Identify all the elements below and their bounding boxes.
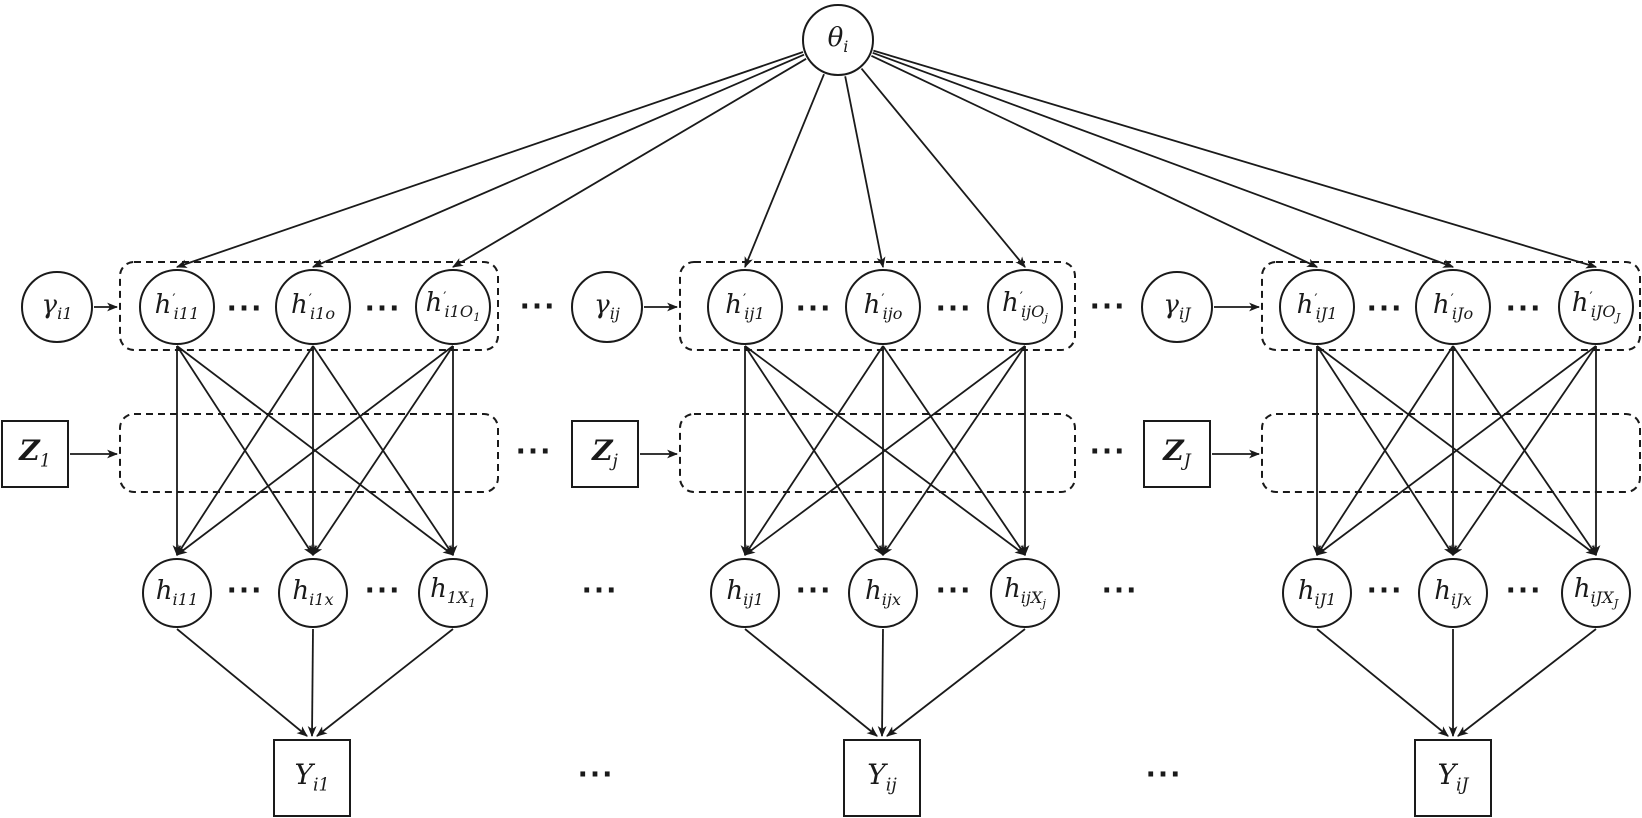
node-label: hi11 — [155, 575, 199, 610]
node-h-prime-i11: h′i11 — [139, 269, 215, 345]
ellipsis: ··· — [1089, 291, 1127, 323]
node-label: hiJXJ — [1573, 573, 1619, 611]
node-h-prime-iJOJ: h′iJOJ — [1558, 269, 1634, 345]
node-label: h′i11 — [154, 289, 200, 324]
ellipsis: ··· — [1366, 293, 1404, 325]
node-y-i1: Yi1 — [273, 739, 351, 817]
node-label: h1X1 — [430, 573, 476, 611]
node-label: Yi1 — [294, 758, 330, 796]
node-h-prime-i1o: h′i1o — [275, 269, 351, 345]
node-h-prime-i1O1: h′i1O1 — [415, 269, 491, 345]
ellipsis: ··· — [364, 575, 402, 607]
node-label: hi1x — [292, 575, 334, 610]
ellipsis: ··· — [226, 293, 264, 325]
node-h-prime-ijOj: h′ijOj — [987, 269, 1063, 345]
ellipsis: ··· — [1505, 293, 1543, 325]
node-h-prime-iJ1: h′iJ1 — [1279, 269, 1355, 345]
dashed-box-z-group1 — [119, 413, 499, 493]
ellipsis: ··· — [515, 436, 553, 468]
node-label: Yij — [867, 758, 897, 796]
node-label: h′ijOj — [1002, 287, 1048, 325]
node-z-j: Zj — [571, 420, 639, 488]
dashed-box-hprime-group1 — [119, 261, 499, 351]
node-label: γij — [594, 289, 620, 324]
node-h-i11: hi11 — [142, 558, 212, 628]
node-theta-i: θi — [802, 4, 874, 76]
ellipsis: ··· — [577, 759, 615, 791]
node-label: h′iJOJ — [1571, 287, 1621, 325]
node-label: Zj — [592, 434, 618, 472]
ellipsis: ··· — [1145, 759, 1183, 791]
node-z-1: Z1 — [1, 420, 69, 488]
ellipsis: ··· — [581, 575, 619, 607]
node-label: YiJ — [1437, 758, 1469, 796]
node-z-J: ZJ — [1143, 420, 1211, 488]
node-label: h′ij1 — [725, 289, 765, 324]
node-label: ZJ — [1163, 434, 1191, 472]
node-label: hiJx — [1434, 575, 1472, 610]
node-h-ijXj: hijXj — [990, 558, 1060, 628]
node-h-iJ1: hiJ1 — [1282, 558, 1352, 628]
node-label: hijx — [865, 575, 901, 610]
node-label: h′ijo — [863, 289, 903, 324]
node-label: h′i1o — [290, 289, 336, 324]
node-y-iJ: YiJ — [1414, 739, 1492, 817]
ellipsis: ··· — [795, 575, 833, 607]
node-label: Z1 — [19, 434, 51, 472]
node-label: h′iJ1 — [1296, 289, 1338, 324]
node-y-ij: Yij — [843, 739, 921, 817]
ellipsis: ··· — [519, 291, 557, 323]
node-label: γi1 — [41, 289, 73, 324]
ellipsis: ··· — [1366, 575, 1404, 607]
dashed-box-z-group3 — [1261, 413, 1641, 493]
node-label: θi — [827, 22, 849, 57]
node-label: hijXj — [1004, 573, 1046, 611]
node-gamma-ij: γij — [571, 271, 643, 343]
node-gamma-i1: γi1 — [21, 271, 93, 343]
node-label: γiJ — [1163, 289, 1191, 324]
node-h-prime-iJo: h′iJo — [1415, 269, 1491, 345]
node-h-1X1: h1X1 — [418, 558, 488, 628]
ellipsis: ··· — [935, 575, 973, 607]
dashed-box-z-group2 — [679, 413, 1076, 493]
node-h-ijx: hijx — [848, 558, 918, 628]
ellipsis: ··· — [364, 293, 402, 325]
ellipsis: ··· — [226, 575, 264, 607]
ellipsis: ··· — [1089, 436, 1127, 468]
node-h-i1x: hi1x — [278, 558, 348, 628]
node-label: h′iJo — [1432, 289, 1474, 324]
node-gamma-iJ: γiJ — [1141, 271, 1213, 343]
node-h-ij1: hij1 — [710, 558, 780, 628]
node-h-prime-ijo: h′ijo — [845, 269, 921, 345]
ellipsis: ··· — [795, 293, 833, 325]
node-label: hij1 — [726, 575, 764, 610]
node-h-iJx: hiJx — [1418, 558, 1488, 628]
ellipsis: ··· — [1101, 575, 1139, 607]
node-label: h′i1O1 — [425, 287, 481, 325]
node-h-prime-ij1: h′ij1 — [707, 269, 783, 345]
ellipsis: ··· — [935, 293, 973, 325]
node-h-iJXJ: hiJXJ — [1561, 558, 1631, 628]
ellipsis: ··· — [1505, 575, 1543, 607]
node-label: hiJ1 — [1297, 575, 1337, 610]
